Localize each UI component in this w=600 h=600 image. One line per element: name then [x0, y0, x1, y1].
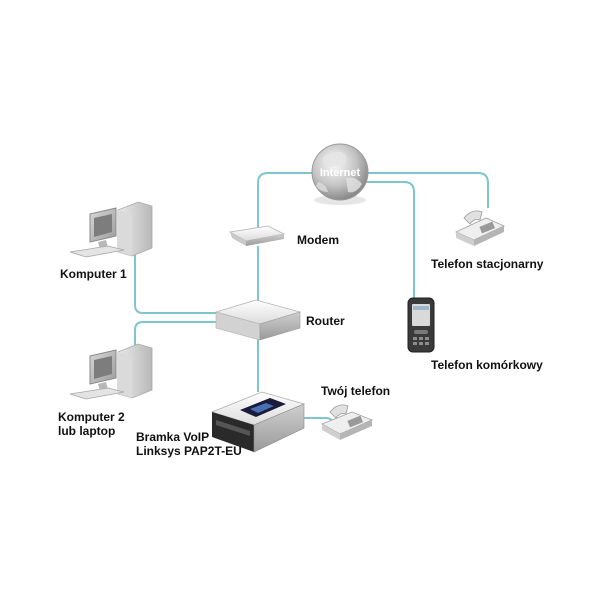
your-phone-label: Twój telefon [321, 384, 391, 398]
gateway-label-line1: Bramka VoIP [136, 430, 210, 444]
cable-internet-modem [257, 172, 312, 228]
mobile-phone-icon [407, 297, 435, 353]
modem-label: Modem [297, 233, 339, 247]
router-label: Router [306, 314, 345, 328]
router-icon [214, 299, 302, 341]
cable-computer1-router [134, 252, 220, 314]
desktop-computer-icon [69, 201, 153, 258]
computer1-label: Komputer 1 [60, 267, 127, 281]
computer2-label-line2: lub laptop [58, 424, 116, 438]
cable-internet-mobile [364, 181, 415, 300]
internet-globe: Internet [311, 143, 369, 205]
mobile-label: Telefon komórkowy [431, 358, 543, 372]
desk-phone-icon-2 [455, 210, 505, 246]
modem-icon [228, 225, 286, 246]
cables [134, 172, 489, 430]
internet-label: Internet [320, 167, 361, 179]
globe-icon [311, 143, 369, 205]
desktop-computer-icon-2 [69, 343, 153, 400]
gateway-label-line2: Linksys PAP2T-EU [136, 444, 242, 458]
cable-computer2-router [134, 321, 220, 352]
voip-gateway-icon [210, 391, 306, 453]
cable-internet-landline [368, 172, 489, 208]
desk-phone-icon [321, 404, 374, 440]
landline-label: Telefon stacjonarny [431, 257, 544, 271]
computer2-label-line1: Komputer 2 [58, 410, 125, 424]
